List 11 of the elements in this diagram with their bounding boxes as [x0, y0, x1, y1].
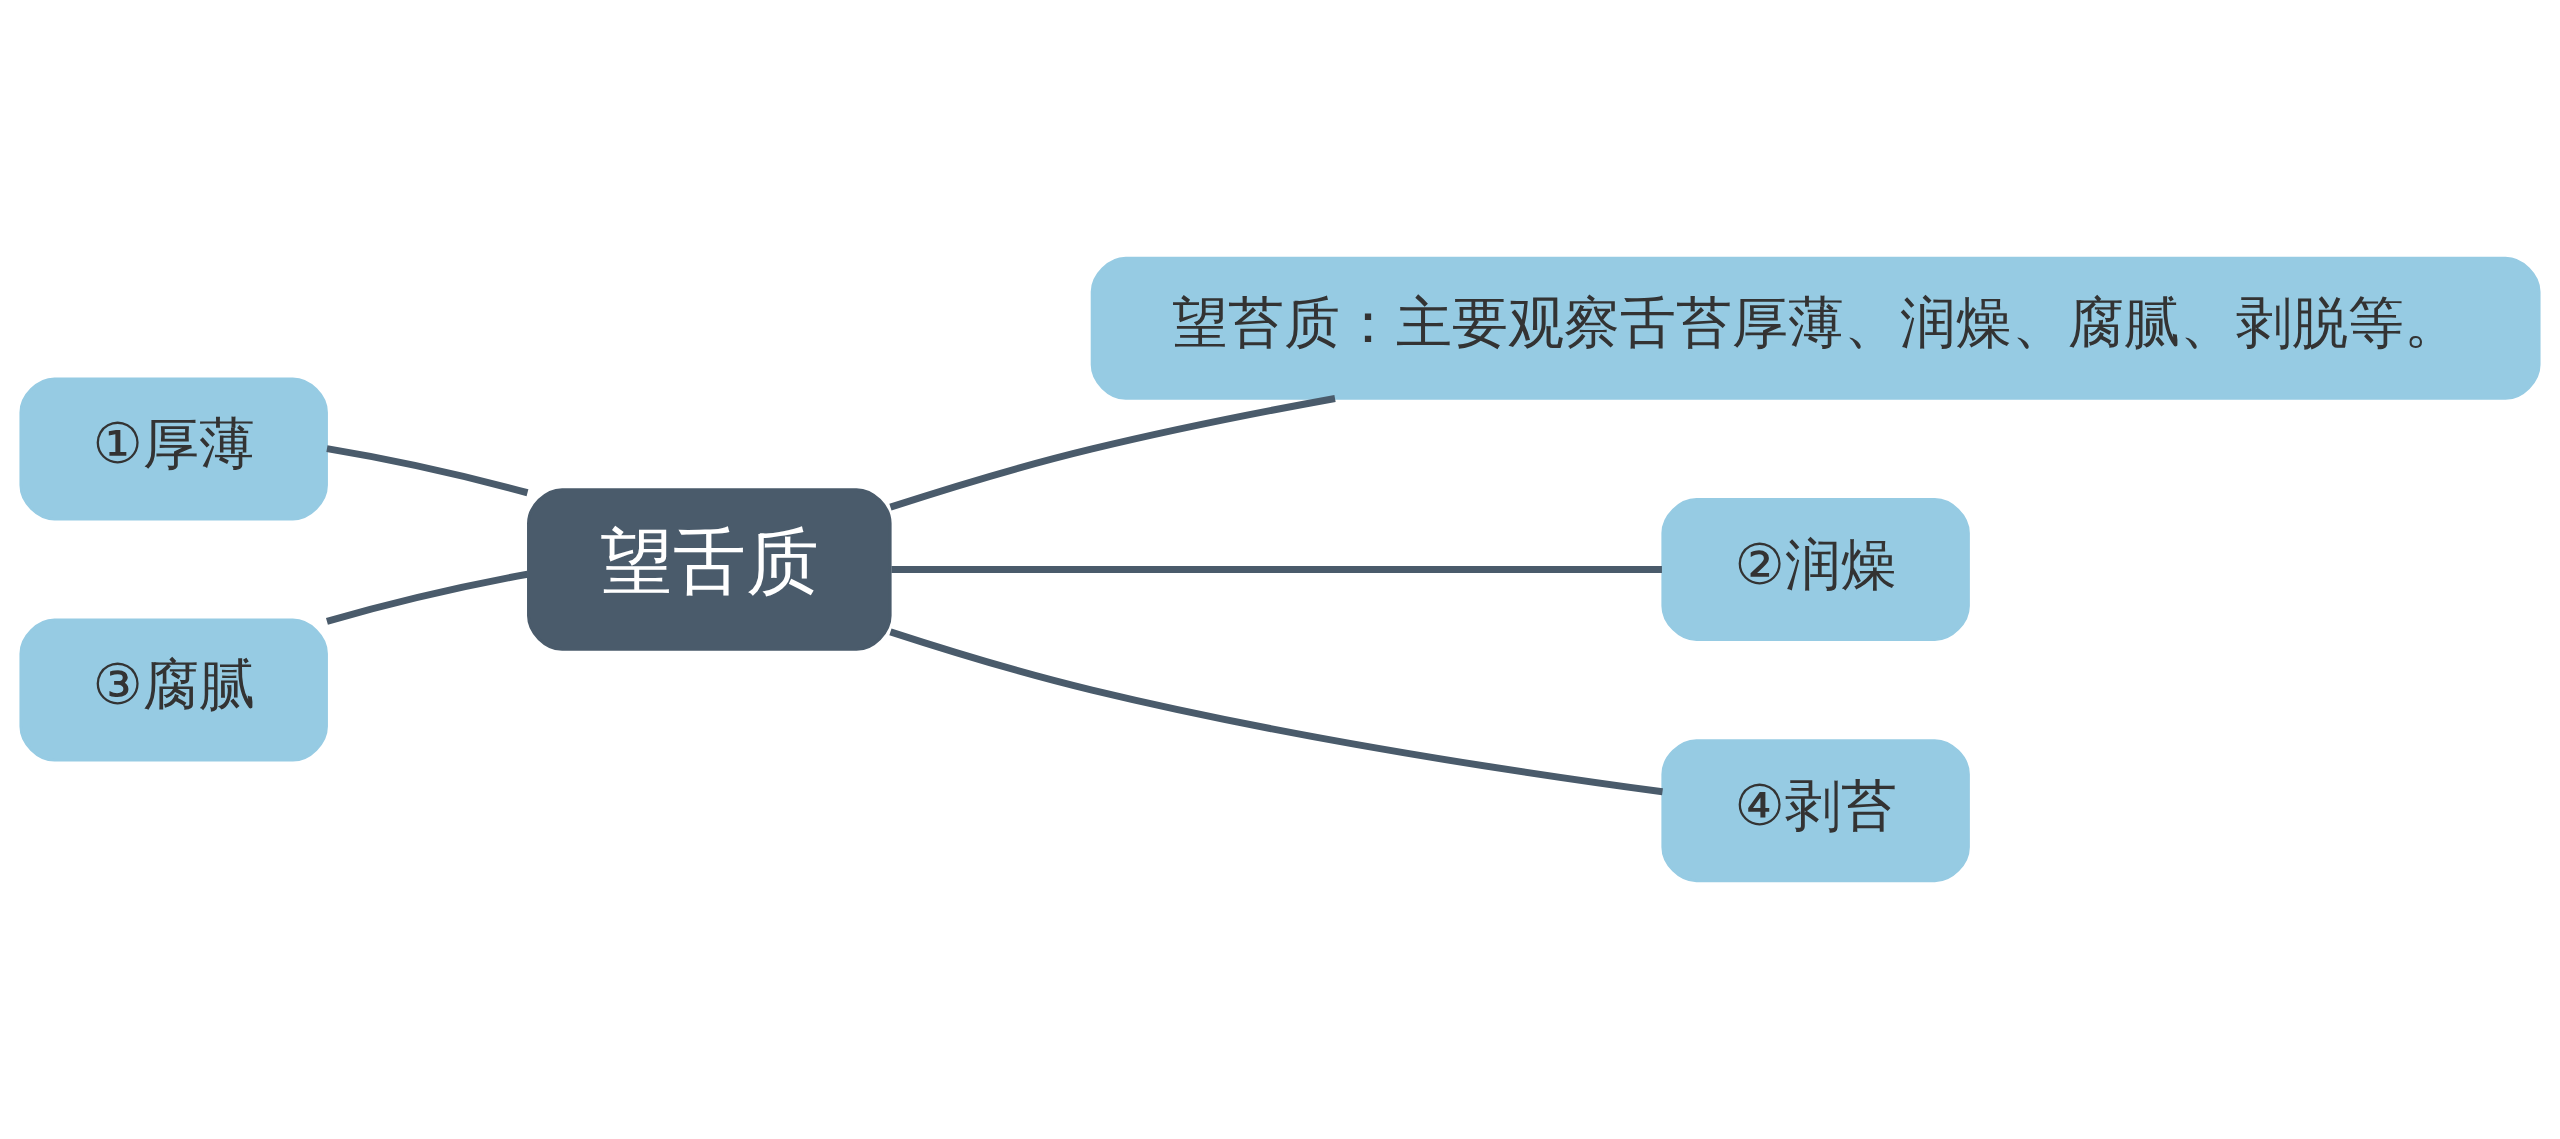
connector: [326, 445, 529, 497]
node-box: ①厚薄: [19, 377, 328, 521]
node-box: 望苔质：主要观察舌苔厚薄、润燥、腐腻、剥脱等。: [1090, 256, 2541, 400]
node-box: 望舌质: [527, 488, 892, 651]
connector: [889, 395, 1336, 511]
connector: [889, 628, 1663, 796]
node-box: ③腐腻: [19, 618, 328, 762]
connector: [891, 566, 1662, 573]
connector: [326, 570, 529, 625]
node-box: ④剥苔: [1661, 739, 1970, 883]
node-box: ②润燥: [1661, 498, 1970, 641]
